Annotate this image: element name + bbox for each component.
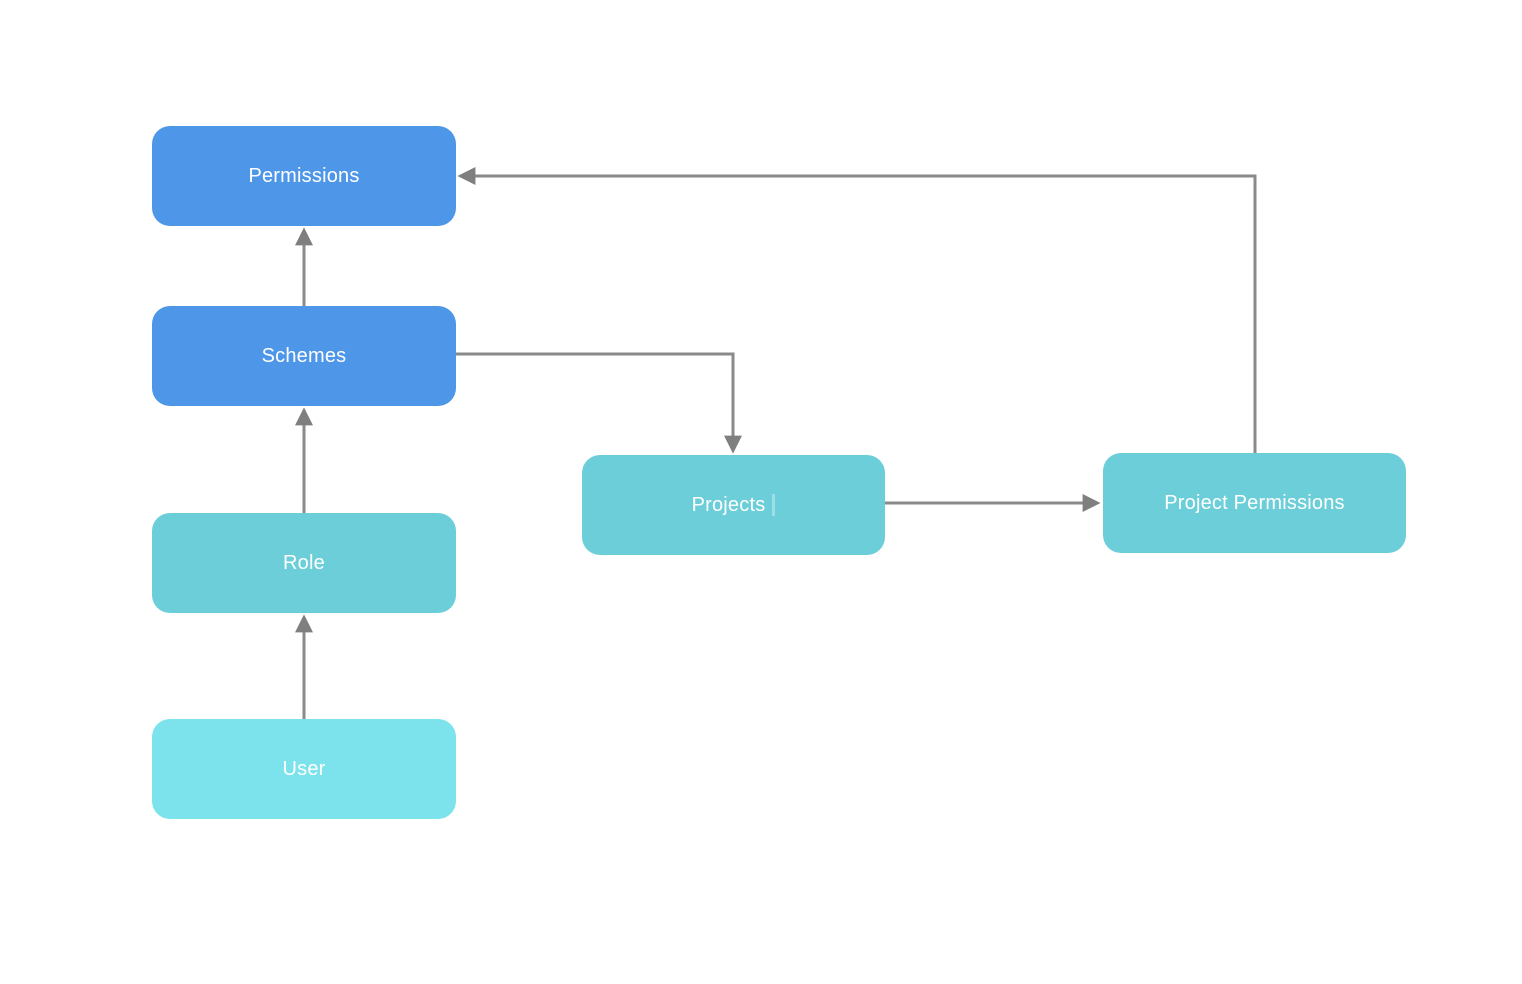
- node-projects-label: Projects: [691, 493, 766, 516]
- node-project-permissions-label: Project Permissions: [1164, 491, 1345, 514]
- node-permissions[interactable]: Permissions: [152, 126, 456, 226]
- node-user-label: User: [282, 757, 326, 780]
- node-project-permissions[interactable]: Project Permissions: [1103, 453, 1406, 553]
- node-role-label: Role: [283, 551, 325, 574]
- node-role[interactable]: Role: [152, 513, 456, 613]
- node-projects[interactable]: Projects: [582, 455, 885, 555]
- node-schemes[interactable]: Schemes: [152, 306, 456, 406]
- node-user[interactable]: User: [152, 719, 456, 819]
- node-permissions-label: Permissions: [248, 164, 360, 187]
- edge-schemes-to-projects[interactable]: [456, 352, 742, 454]
- text-cursor-artifact: [772, 494, 776, 516]
- node-schemes-label: Schemes: [261, 344, 347, 367]
- edge-project-permissions-to-permissions[interactable]: [457, 167, 1257, 453]
